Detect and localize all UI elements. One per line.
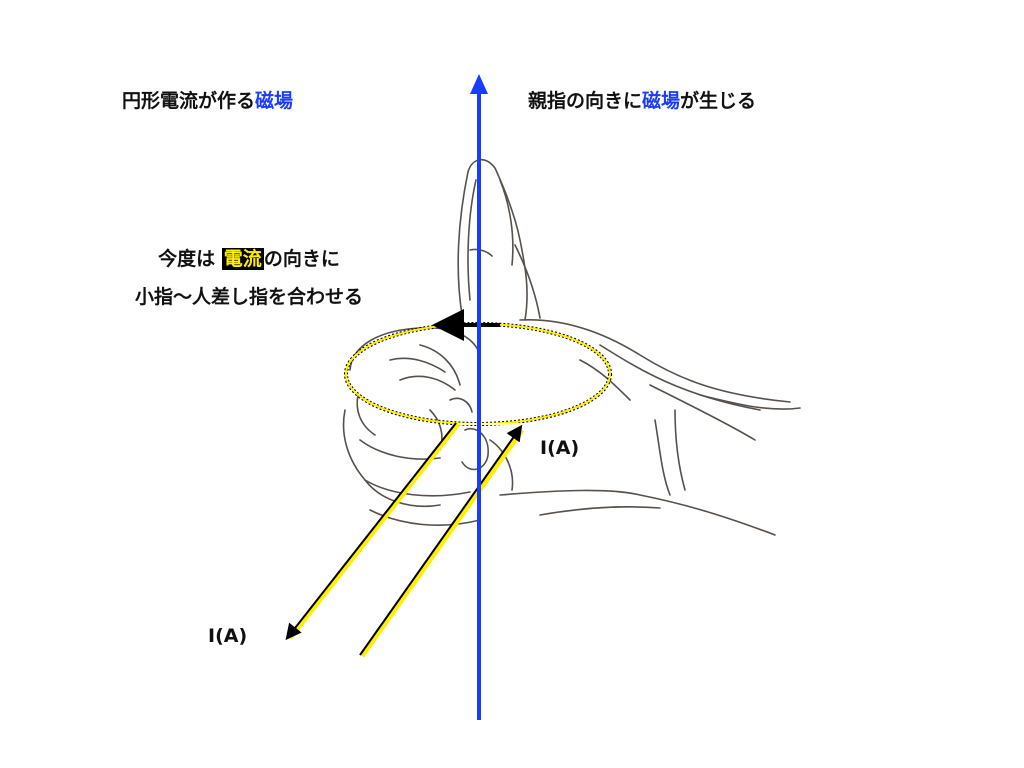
title-right-suffix: が生じる — [680, 90, 757, 112]
title-right-prefix: 親指の向きに — [528, 90, 643, 112]
instruction-line1-prefix: 今度は — [158, 248, 216, 270]
current-lead-out — [285, 422, 460, 641]
instruction-note: 今度は 電流の向きに 小指〜人差し指を合わせる — [104, 240, 394, 316]
instruction-line1-suffix: の向きに — [263, 248, 340, 270]
title-right-highlight: 磁場 — [642, 90, 681, 112]
title-left: 円形電流が作る磁場 — [122, 86, 293, 113]
instruction-line-1: 今度は 電流の向きに — [104, 240, 394, 278]
title-left-prefix: 円形電流が作る — [122, 90, 256, 112]
hand-sketch — [342, 159, 801, 536]
current-label-left: I(A) — [208, 625, 248, 647]
title-left-highlight: 磁場 — [255, 90, 294, 112]
current-label-right: I(A) — [540, 437, 580, 459]
current-lead-in — [359, 424, 525, 658]
instruction-line-2: 小指〜人差し指を合わせる — [134, 286, 363, 308]
title-right: 親指の向きに磁場が生じる — [528, 86, 756, 113]
magnetic-field-arrow — [470, 74, 488, 720]
instruction-highlight-current: 電流 — [221, 248, 264, 270]
